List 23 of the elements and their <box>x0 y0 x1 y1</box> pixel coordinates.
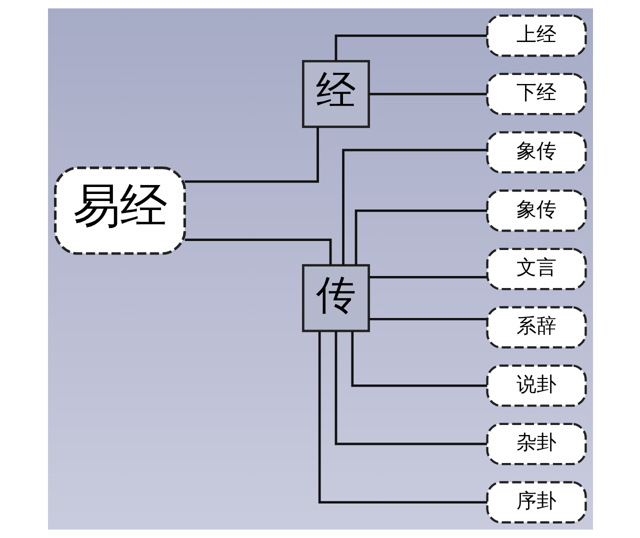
connector <box>368 92 486 96</box>
node-box: 杂卦 <box>486 422 586 466</box>
node-box: 象传 <box>486 190 586 232</box>
connector <box>342 148 487 266</box>
connector <box>334 331 486 446</box>
node-box: 上经 <box>486 14 586 57</box>
node-box: 说卦 <box>486 364 586 407</box>
node-box: 系辞 <box>486 306 586 348</box>
connector <box>368 318 486 320</box>
node-box: 序卦 <box>486 481 586 524</box>
connector <box>334 34 486 61</box>
connector <box>184 238 332 265</box>
connector <box>368 276 486 278</box>
node-box: 文言 <box>486 248 586 290</box>
node-box: 下经 <box>486 72 586 116</box>
connector <box>318 332 487 504</box>
connector <box>350 331 487 387</box>
node-box: 象传 <box>486 131 586 174</box>
node-box: 经 <box>302 60 370 128</box>
node-box: 易经 <box>54 166 186 255</box>
connector <box>354 209 487 266</box>
node-box: 传 <box>302 264 370 332</box>
connector <box>184 127 318 183</box>
